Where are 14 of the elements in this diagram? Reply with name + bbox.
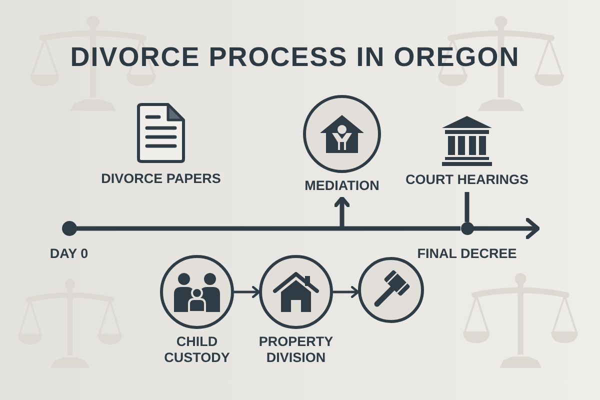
node-label: PROPERTY DIVISION <box>258 334 334 366</box>
node-label: CHILD CUSTODY <box>163 334 231 366</box>
node-label: COURT HEARINGS <box>405 172 528 188</box>
connector-line <box>464 192 470 222</box>
diagram-title: DIVORCE PROCESS IN OREGON <box>70 44 520 71</box>
arrow <box>333 286 360 298</box>
arrow <box>474 218 540 240</box>
connector-line <box>76 226 460 231</box>
node-label: MEDIATION <box>304 178 380 194</box>
node-label: FINAL DECREE <box>417 246 517 262</box>
arrow <box>334 196 350 228</box>
node-label: DIVORCE PAPERS <box>101 171 221 187</box>
node-label: DAY 0 <box>50 246 88 262</box>
arrow <box>234 286 260 298</box>
